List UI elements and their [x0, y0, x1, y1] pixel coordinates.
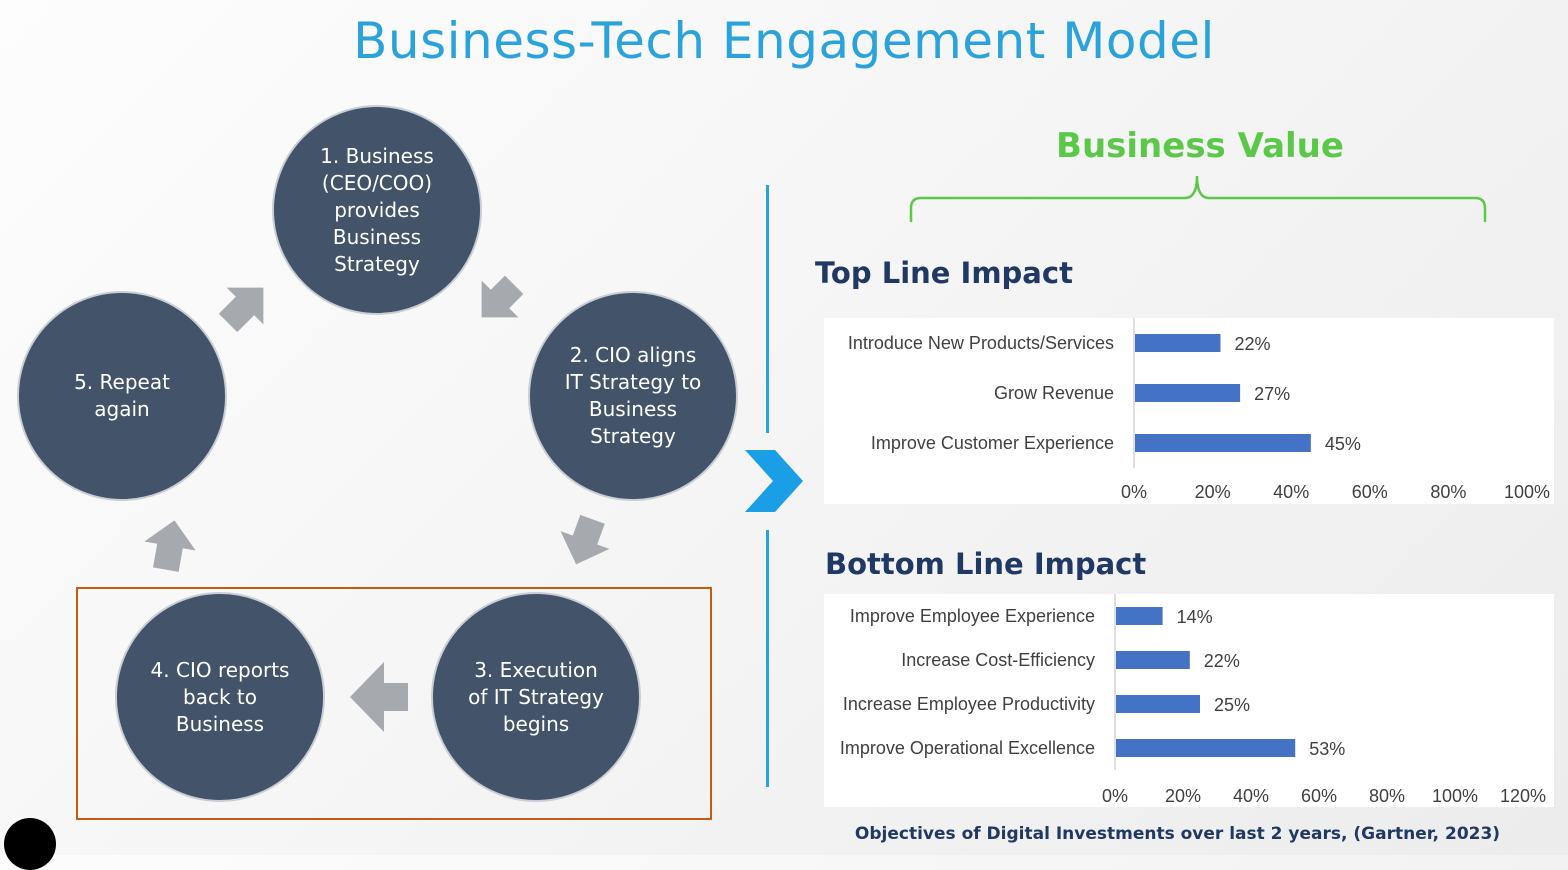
chart-bar — [1116, 739, 1296, 757]
chart-tick-label: 40% — [1233, 786, 1269, 806]
chart-tick-label: 60% — [1301, 786, 1337, 806]
chart-data-label: 22% — [1234, 334, 1270, 354]
bottom-line-chart-svg: Improve Employee Experience 14% Increase C… — [840, 594, 1546, 806]
chart-data-label: 22% — [1204, 651, 1240, 671]
cycle-node-repeat: 5. Repeat again — [17, 291, 227, 501]
chart-category-label: Grow Revenue — [994, 383, 1114, 403]
cycle-node-label: 3. Execution of IT Strategy begins — [468, 657, 604, 736]
chart-tick-label: 80% — [1430, 482, 1466, 502]
chart-category-label: Increase Cost-Efficiency — [901, 650, 1095, 670]
chart-data-label: 27% — [1254, 384, 1290, 404]
cycle-node-cio-reports: 4. CIO reports back to Business — [115, 592, 325, 802]
cycle-node-business-strategy: 1. Business (CEO/COO) provides Business … — [272, 105, 482, 315]
page-title: Business-Tech Engagement Model — [353, 12, 1215, 70]
chart-category-label: Improve Employee Experience — [850, 606, 1095, 626]
cycle-arrow-3-to-4 — [350, 662, 408, 732]
divider-line-top — [766, 185, 769, 433]
chart-data-label: 14% — [1177, 607, 1213, 627]
chart-tick-label: 100% — [1504, 482, 1550, 502]
cycle-arrow-4-to-5 — [144, 520, 196, 572]
cycle-node-label: 4. CIO reports back to Business — [150, 657, 290, 736]
cycle-node-label: 2. CIO aligns IT Strategy to Business St… — [564, 343, 702, 448]
cycle-arrow-5-to-1 — [218, 287, 264, 333]
chart-tick-label: 100% — [1432, 786, 1478, 806]
top-line-title: Top Line Impact — [815, 256, 1073, 290]
chart-category-label: Improve Customer Experience — [871, 433, 1114, 453]
bottom-line-chart: Improve Employee Experience 14% Increase C… — [824, 594, 1554, 807]
corner-dot — [4, 818, 56, 870]
chart-category-label: Introduce New Products/Services — [848, 333, 1114, 353]
cycle-arrow-2-to-3 — [560, 514, 610, 565]
chart-tick-label: 40% — [1273, 482, 1309, 502]
chart-data-label: 25% — [1214, 695, 1250, 715]
chart-tick-label: 60% — [1352, 482, 1388, 502]
chart-bar — [1135, 434, 1311, 452]
bottom-line-title: Bottom Line Impact — [825, 547, 1147, 581]
chart-tick-label: 0% — [1121, 482, 1147, 502]
cycle-node-label: 1. Business (CEO/COO) provides Business … — [320, 143, 434, 276]
top-line-chart: Introduce New Products/Services 22% Grow R… — [824, 318, 1554, 504]
chart-tick-label: 20% — [1195, 482, 1231, 502]
chart-tick-label: 0% — [1102, 786, 1128, 806]
chart-bar — [1116, 651, 1190, 669]
business-value-brace — [909, 175, 1487, 222]
chart-footer-caption: Objectives of Digital Investments over l… — [854, 824, 1501, 844]
business-value-title: Business Value — [1056, 126, 1344, 166]
chevron-right-icon — [745, 450, 803, 512]
cycle-node-label: 5. Repeat again — [74, 370, 170, 421]
chart-tick-label: 20% — [1165, 786, 1201, 806]
divider-line-bottom — [766, 530, 769, 787]
cycle-node-execution: 3. Execution of IT Strategy begins — [431, 592, 641, 802]
chart-bar — [1116, 695, 1200, 713]
cycle-node-cio-aligns: 2. CIO aligns IT Strategy to Business St… — [528, 291, 738, 501]
chart-bar — [1135, 334, 1221, 352]
top-line-chart-svg: Introduce New Products/Services 22% Grow R… — [848, 318, 1550, 502]
chart-category-label: Increase Employee Productivity — [843, 694, 1095, 714]
chart-tick-label: 80% — [1369, 786, 1405, 806]
chart-data-label: 45% — [1325, 434, 1361, 454]
chart-bar — [1135, 384, 1241, 402]
cycle-arrow-1-to-2 — [481, 275, 524, 318]
chart-category-label: Improve Operational Excellence — [840, 738, 1095, 758]
chart-tick-label: 120% — [1500, 786, 1546, 806]
highlight-box — [76, 587, 712, 820]
chart-data-label: 53% — [1309, 739, 1345, 759]
chart-bar — [1116, 607, 1163, 625]
